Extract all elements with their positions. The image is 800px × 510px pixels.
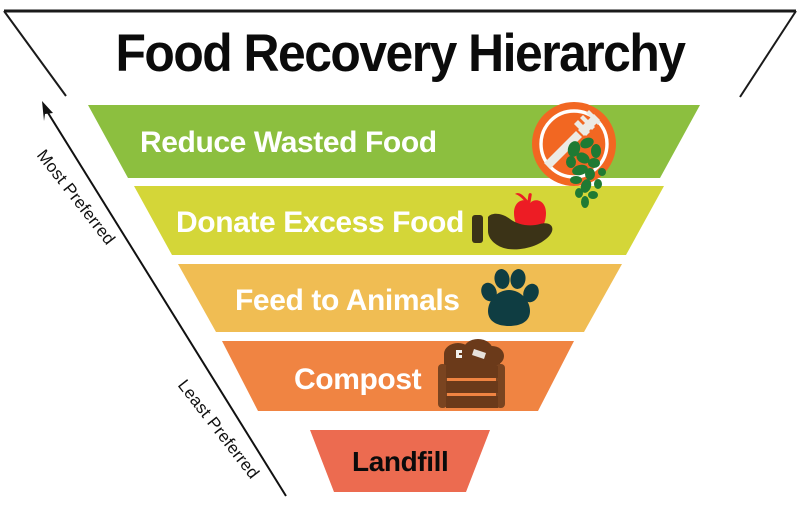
frame-right-diagonal bbox=[739, 10, 797, 98]
plate-fork-food-scraps-icon bbox=[516, 100, 636, 220]
tier-label-reduce: Reduce Wasted Food bbox=[140, 126, 437, 159]
tier-label-landfill: Landfill bbox=[352, 446, 449, 477]
compost-bin-icon bbox=[428, 338, 514, 414]
hand-holding-apple-icon bbox=[462, 183, 572, 263]
paw-print-icon bbox=[476, 266, 542, 330]
page-title: Food Recovery Hierarchy bbox=[115, 24, 686, 83]
tier-label-compost: Compost bbox=[294, 363, 422, 396]
tier-label-donate: Donate Excess Food bbox=[176, 206, 464, 239]
tier-label-feed: Feed to Animals bbox=[235, 284, 460, 317]
tier-shape-landfill[interactable] bbox=[310, 430, 490, 492]
frame-left-diagonal bbox=[3, 10, 67, 97]
preference-arrow-line bbox=[44, 107, 287, 497]
preference-arrow-head-icon bbox=[42, 101, 53, 121]
